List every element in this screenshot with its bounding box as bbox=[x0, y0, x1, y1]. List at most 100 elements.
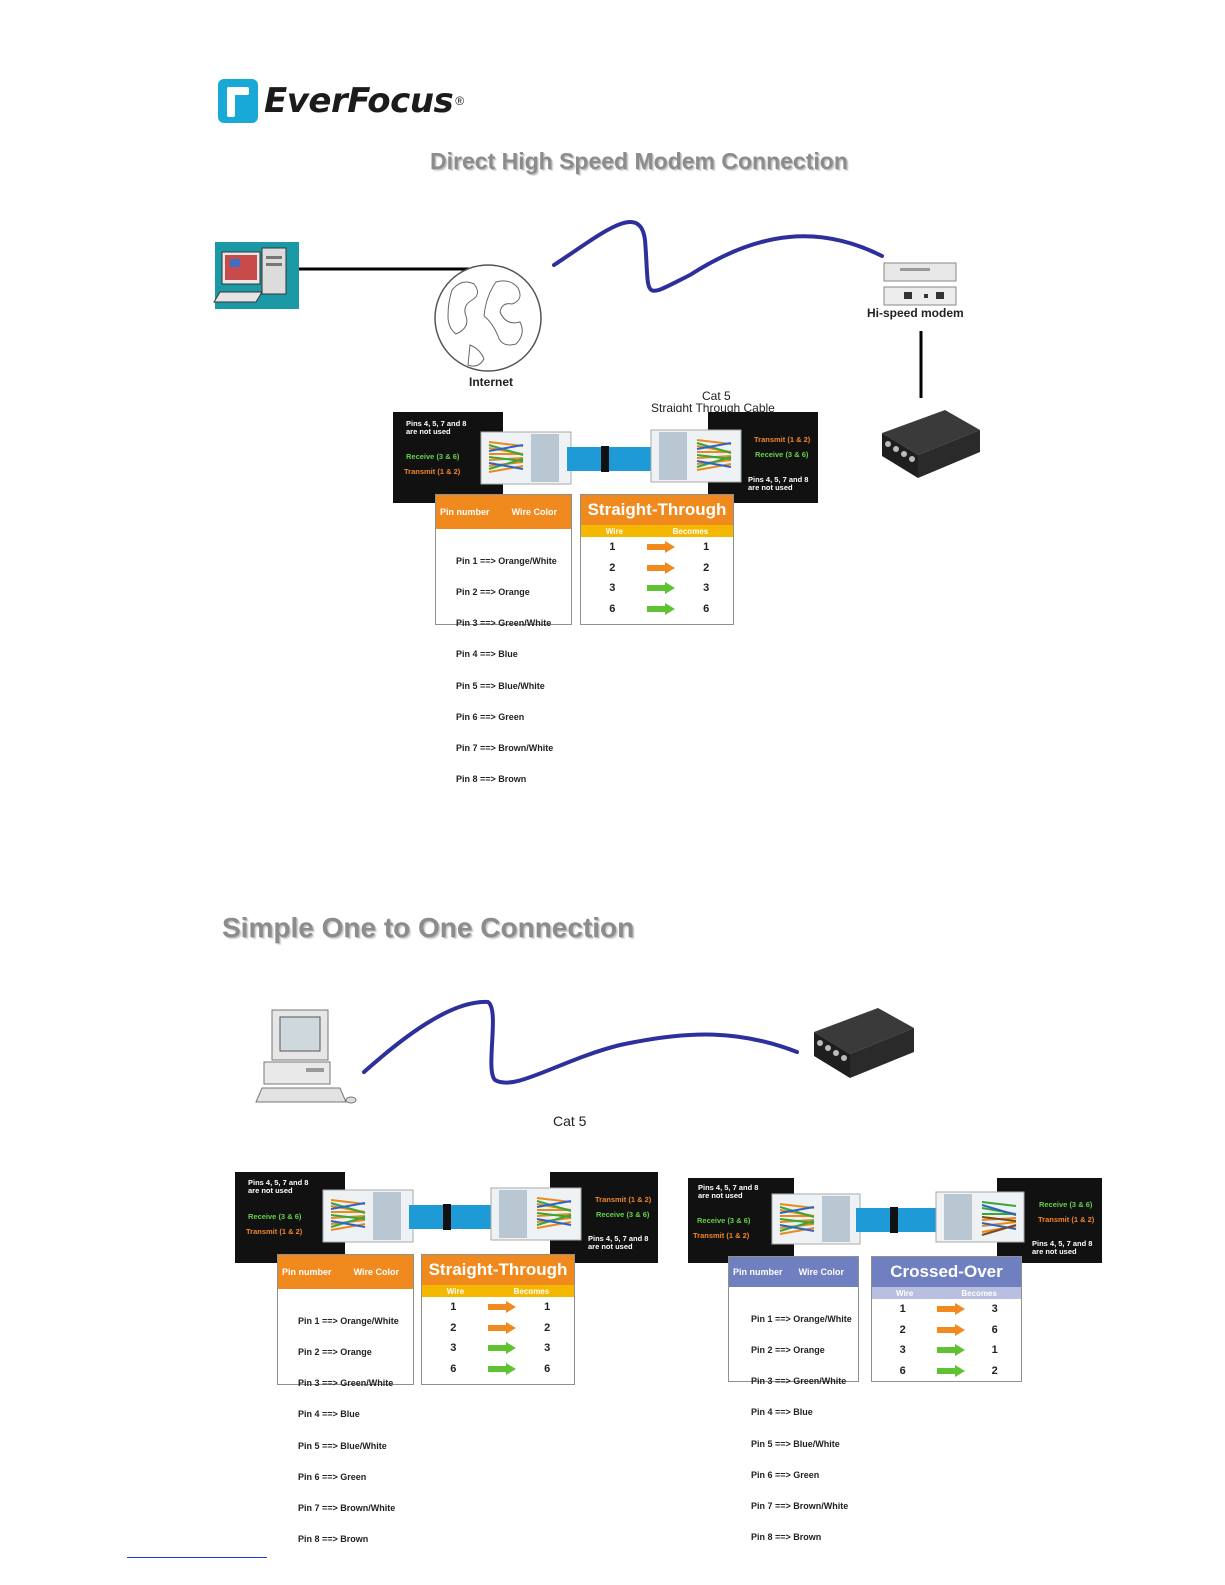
pins-note-line1: Pins 4, 5, 7 and 8 bbox=[748, 475, 809, 484]
modem-label: Hi-speed modem bbox=[867, 306, 964, 320]
pin-row: Pin 1 ==> Orange/White bbox=[298, 1315, 399, 1326]
cat5-bottom-label: Cat 5 bbox=[553, 1113, 587, 1129]
pins-note-left: Pins 4, 5, 7 and 8 are not used bbox=[248, 1179, 308, 1195]
pins-note-line1: Pins 4, 5, 7 and 8 bbox=[588, 1234, 649, 1243]
top-rj45-cable-graphic bbox=[480, 429, 742, 485]
pin-row: Pin 2 ==> Orange bbox=[298, 1347, 372, 1358]
pins-note-line2: are not used bbox=[1032, 1247, 1077, 1256]
pin-row: Pin 7 ==> Brown/White bbox=[456, 743, 554, 754]
pin-table-header: Pin number Wire Color bbox=[729, 1257, 858, 1287]
pins-note-left: Pins 4, 5, 7 and 8 are not used bbox=[406, 420, 466, 436]
hi-speed-modem-icon bbox=[883, 262, 957, 306]
pins-note-right: Pins 4, 5, 7 and 8 are not used bbox=[748, 476, 808, 492]
orange-arrow-icon bbox=[644, 541, 680, 554]
pin-row: Pin 4 ==> Blue bbox=[456, 649, 518, 660]
pin-row: Pin 1 ==> Orange/White bbox=[456, 555, 557, 566]
globe-internet-icon bbox=[434, 264, 542, 372]
internet-cable-line bbox=[552, 220, 884, 293]
cat5-top-label: Cat 5 bbox=[702, 389, 731, 403]
becomes-value: 1 bbox=[544, 1301, 551, 1314]
receive-label-left: Receive (3 & 6) bbox=[406, 452, 460, 461]
wire-value: 6 bbox=[899, 1364, 906, 1377]
wire-value: 1 bbox=[899, 1303, 906, 1316]
crossover-cable-connector-panel: Pins 4, 5, 7 and 8 are not used Receive … bbox=[688, 1178, 1102, 1263]
pin-table-body: Pin 1 ==> Orange/White Pin 2 ==> Orange … bbox=[278, 1289, 413, 1566]
green-arrow-icon bbox=[933, 1344, 968, 1357]
wire-color-header: Wire Color bbox=[511, 507, 557, 517]
becomes-value: 6 bbox=[544, 1362, 551, 1375]
wire-value: 3 bbox=[450, 1342, 457, 1355]
straight-pin-color-table: Pin number Wire Color Pin 1 ==> Orange/W… bbox=[277, 1254, 414, 1544]
pin-number-header: Pin number bbox=[733, 1267, 783, 1277]
wire-value: 2 bbox=[609, 561, 616, 574]
green-arrow-icon bbox=[644, 582, 680, 595]
wire-value: 6 bbox=[450, 1362, 457, 1375]
orange-arrow-icon bbox=[933, 1303, 968, 1316]
green-arrow-icon bbox=[485, 1362, 521, 1375]
green-arrow-icon bbox=[485, 1342, 521, 1355]
wire-value: 3 bbox=[609, 582, 616, 595]
footer-rule bbox=[127, 1557, 267, 1558]
pins-note-line1: Pins 4, 5, 7 and 8 bbox=[406, 419, 467, 428]
pin-row: Pin 8 ==> Brown bbox=[456, 774, 527, 785]
wire-value: 1 bbox=[450, 1301, 457, 1314]
green-arrow-icon bbox=[644, 602, 680, 615]
receive-label-left: Receive (3 & 6) bbox=[697, 1216, 751, 1225]
orange-arrow-icon bbox=[485, 1301, 521, 1314]
direct-cable-line bbox=[362, 999, 799, 1085]
pin-table-body: Pin 1 ==> Orange/White Pin 2 ==> Orange … bbox=[729, 1287, 858, 1564]
pin-table-body: Pin 1 ==> Orange/White Pin 2 ==> Orange … bbox=[436, 529, 571, 806]
pin-row: Pin 5 ==> Blue/White bbox=[298, 1440, 387, 1451]
becomes-value: 3 bbox=[544, 1342, 551, 1355]
pin-row: Pin 4 ==> Blue bbox=[298, 1409, 360, 1420]
top-pin-color-table: Pin number Wire Color Pin 1 ==> Orange/W… bbox=[435, 494, 572, 784]
orange-arrow-icon bbox=[485, 1321, 521, 1334]
pin-row: Pin 6 ==> Green bbox=[456, 711, 525, 722]
pins-note-line2: are not used bbox=[248, 1186, 293, 1195]
pin-row: Pin 1 ==> Orange/White bbox=[751, 1313, 852, 1324]
logo-text: EverFocus bbox=[264, 81, 454, 121]
pin-row: Pin 2 ==> Orange bbox=[456, 587, 530, 598]
pins-note-line2: are not used bbox=[698, 1191, 743, 1200]
pin-number-header: Pin number bbox=[440, 507, 490, 517]
becomes-value: 2 bbox=[991, 1364, 998, 1377]
dvr-device-icon bbox=[882, 410, 980, 478]
dvr-device-icon bbox=[814, 1008, 914, 1078]
wire-value: 3 bbox=[899, 1344, 906, 1357]
transmit-label-left: Transmit (1 & 2) bbox=[693, 1231, 750, 1240]
transmit-label-right: Transmit (1 & 2) bbox=[754, 435, 811, 444]
top-network-diagram bbox=[213, 220, 980, 478]
becomes-value: 1 bbox=[991, 1344, 998, 1357]
transmit-label-left: Transmit (1 & 2) bbox=[246, 1227, 303, 1236]
becomes-col-header: Becomes bbox=[513, 1286, 550, 1296]
receive-label-right: Receive (3 & 6) bbox=[1039, 1200, 1093, 1209]
pin-row: Pin 3 ==> Green/White bbox=[298, 1378, 394, 1389]
desktop-computer-icon bbox=[213, 242, 299, 309]
transmit-label-right: Transmit (1 & 2) bbox=[1038, 1215, 1095, 1224]
top-section-title: Direct High Speed Modem Connection bbox=[430, 148, 848, 174]
pins-note-line1: Pins 4, 5, 7 and 8 bbox=[698, 1183, 759, 1192]
wire-value: 1 bbox=[609, 541, 616, 554]
pins-note-line2: are not used bbox=[748, 483, 793, 492]
pin-row: Pin 7 ==> Brown/White bbox=[751, 1501, 849, 1512]
orange-arrow-icon bbox=[933, 1323, 968, 1336]
pin-table-header: Pin number Wire Color bbox=[278, 1255, 413, 1289]
transmit-label-right: Transmit (1 & 2) bbox=[595, 1195, 652, 1204]
wire-color-header: Wire Color bbox=[798, 1267, 844, 1277]
wire-col-header: Wire bbox=[446, 1286, 465, 1296]
becomes-value: 2 bbox=[544, 1321, 551, 1334]
pin-row: Pin 4 ==> Blue bbox=[751, 1407, 813, 1418]
wire-value: 2 bbox=[899, 1323, 906, 1336]
straight-rj45-cable-graphic bbox=[322, 1187, 582, 1243]
pins-note-right: Pins 4, 5, 7 and 8 are not used bbox=[1032, 1240, 1092, 1256]
receive-label-right: Receive (3 & 6) bbox=[596, 1210, 650, 1219]
